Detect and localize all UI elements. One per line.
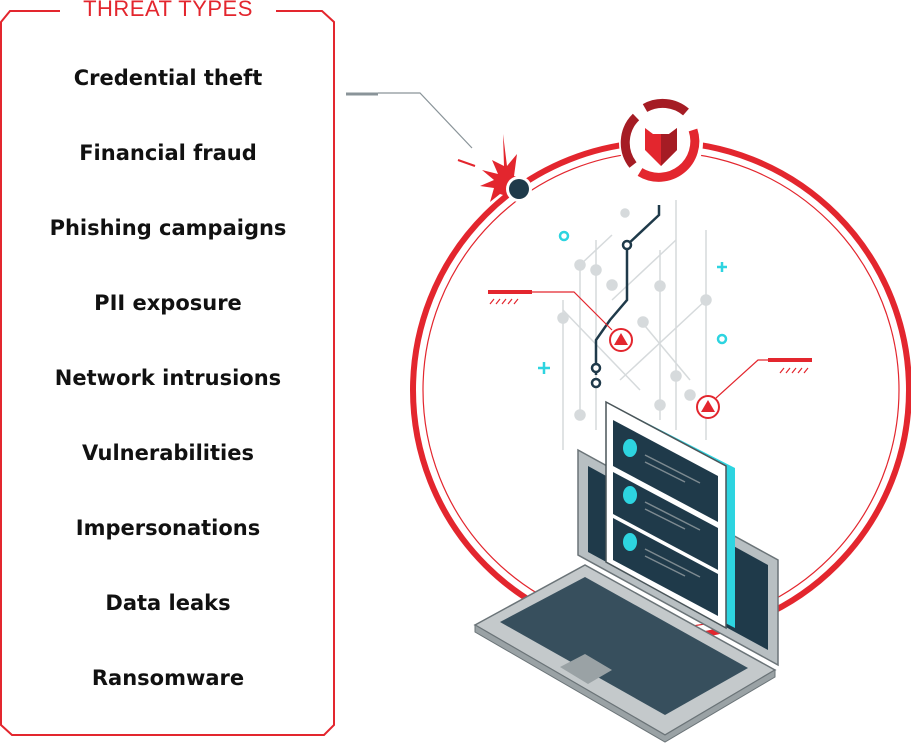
brand-logo	[619, 98, 703, 185]
circuit-lines	[557, 200, 712, 450]
threat-type-item: Credential theft	[73, 66, 263, 90]
alert-callout-right	[696, 358, 812, 419]
cyan-markers	[538, 230, 728, 374]
alert-callout-left	[488, 290, 633, 352]
panel-frame	[0, 10, 335, 736]
threat-type-item: Network intrusions	[54, 366, 282, 390]
active-circuit	[590, 205, 661, 389]
warning-icon	[614, 333, 628, 345]
threat-type-list: Credential theft Financial fraud Phishin…	[0, 60, 336, 735]
threat-type-item: Financial fraud	[79, 141, 257, 165]
breach-burst-icon	[457, 134, 532, 202]
threat-type-item: Vulnerabilities	[82, 441, 254, 465]
threat-type-item: Impersonations	[75, 516, 261, 540]
floating-window	[605, 400, 735, 630]
warning-icon	[701, 400, 715, 412]
connector-line	[346, 92, 473, 149]
threat-type-item: PII exposure	[94, 291, 242, 315]
panel-title: THREAT TYPES	[60, 0, 276, 24]
threat-type-item: Ransomware	[91, 666, 245, 690]
threat-type-item: Data leaks	[105, 591, 231, 615]
threat-type-item: Phishing campaigns	[49, 216, 287, 240]
